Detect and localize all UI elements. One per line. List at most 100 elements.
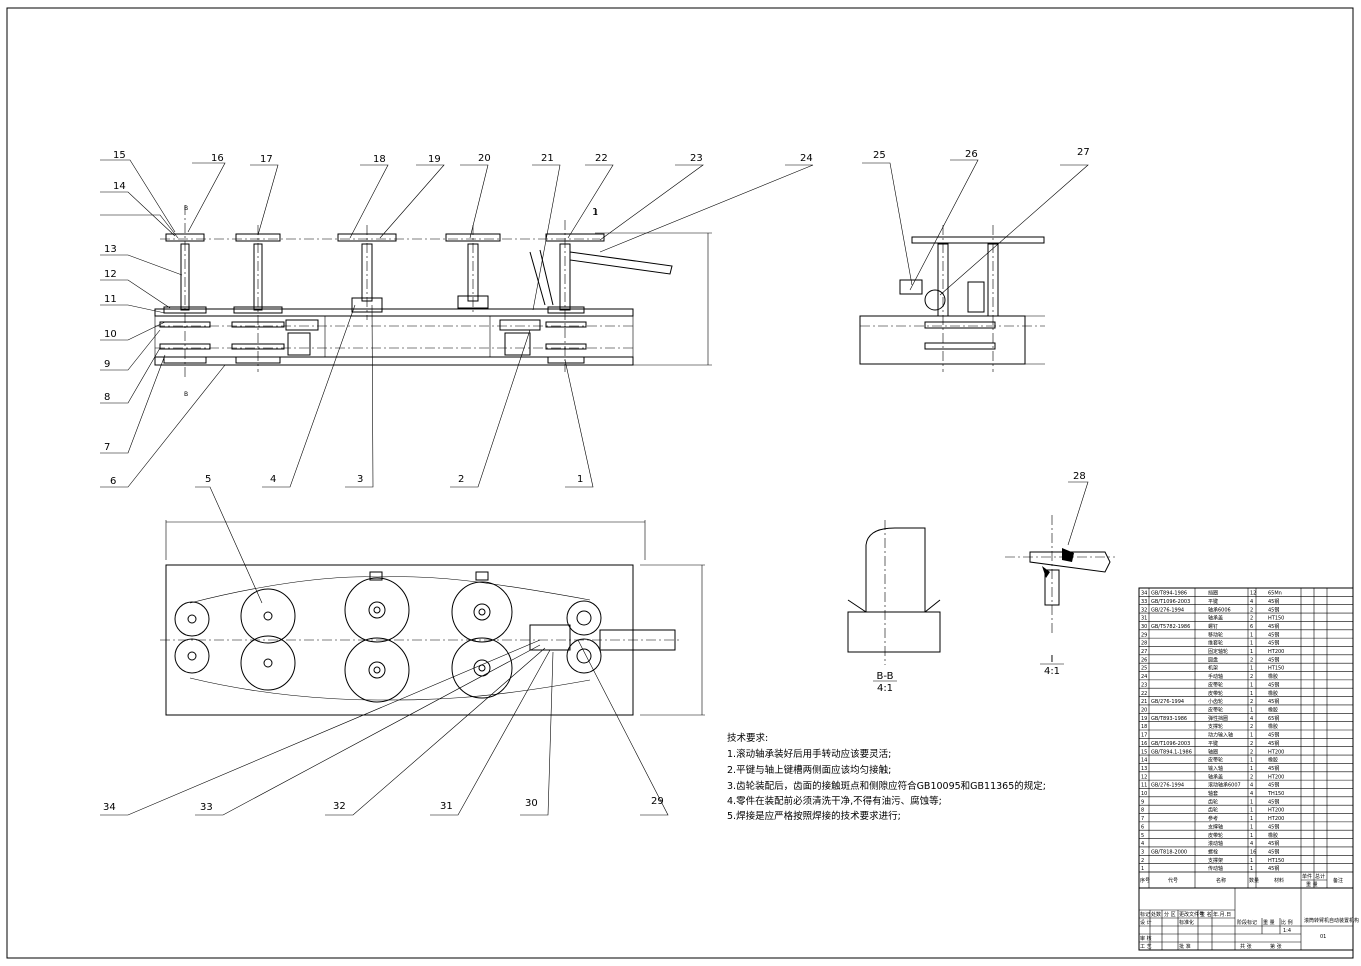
bom-cell-material: 45钢 — [1268, 798, 1279, 805]
bom-cell-code: GB/T818-2000 — [1151, 849, 1187, 855]
bom-cell-qty: 1 — [1250, 758, 1253, 764]
bom-cell-no: 27 — [1141, 649, 1147, 655]
callout-1-upper: 1 — [592, 207, 598, 218]
bom-cell-material: HT200 — [1268, 649, 1284, 655]
bom-cell-no: 9 — [1141, 799, 1144, 805]
bom-cell-code: GB/276-1994 — [1151, 607, 1184, 613]
technical-requirements: 技术要求: 1.滚动轴承装好后用手转动应该要灵活; 2.平键与轴上键槽两侧面应该… — [727, 732, 1046, 822]
bom-cell-no: 17 — [1141, 733, 1147, 739]
bom-cell-qty: 1 — [1250, 799, 1253, 805]
bom-cell-qty: 1 — [1250, 649, 1253, 655]
bom-cell-no: 23 — [1141, 682, 1147, 688]
bom-cell-name: 轴套 — [1208, 790, 1218, 797]
section-marker-top: B — [184, 205, 188, 212]
bom-cell-material: HT150 — [1268, 666, 1284, 672]
callout-22: 22 — [595, 153, 608, 164]
tb-scale-label: 比 例 — [1281, 919, 1293, 926]
bom-cell-name: 皮带轮 — [1208, 757, 1223, 764]
bom-cell-qty: 6 — [1250, 624, 1253, 630]
callout-14: 14 — [113, 181, 126, 192]
bom-cell-name: 移动轮 — [1208, 631, 1223, 638]
bom-cell-qty: 1 — [1250, 866, 1253, 872]
bom-cell-material: 橡胶 — [1268, 832, 1278, 839]
callout-33: 33 — [200, 802, 213, 813]
bom-cell-material: 橡胶 — [1268, 757, 1278, 764]
tech-req-item: 2.平键与轴上键槽两侧面应该均匀接触; — [727, 764, 891, 776]
bom-cell-qty: 2 — [1250, 774, 1253, 780]
bom-cell-qty: 12 — [1250, 591, 1256, 597]
bom-cell-qty: 2 — [1250, 607, 1253, 613]
bom-cell-code: GB/T1096-2003 — [1151, 599, 1190, 605]
bom-cell-material: HT200 — [1268, 749, 1284, 755]
callout-20: 20 — [478, 153, 491, 164]
bom-cell-qty: 2 — [1250, 749, 1253, 755]
bom-cell-qty: 1 — [1250, 816, 1253, 822]
bom-cell-name: 小齿轮 — [1208, 698, 1223, 705]
callout-31: 31 — [440, 801, 453, 812]
bom-cell-name: 固定轴轮 — [1208, 648, 1228, 655]
bom-cell-no: 12 — [1141, 774, 1147, 780]
callout-34: 34 — [103, 802, 116, 813]
bom-cell-material: 65钢 — [1268, 715, 1279, 722]
tb-standardize: 标准化 — [1179, 919, 1194, 926]
bom-cell-name: 皮带轮 — [1208, 832, 1223, 839]
tb-design: 设 计 — [1140, 919, 1152, 926]
callout-17: 17 — [260, 154, 273, 165]
tb-mark: 标记 — [1140, 911, 1150, 918]
bom-cell-name: 支撑轴 — [1208, 823, 1223, 830]
bom-header-no: 序号 — [1140, 877, 1150, 884]
bom-cell-material: 45钢 — [1268, 656, 1279, 663]
bom-cell-name: 螺栓 — [1208, 848, 1218, 855]
callout-27: 27 — [1077, 147, 1090, 158]
bom-cell-material: HT150 — [1268, 616, 1284, 622]
bom-cell-no: 28 — [1141, 641, 1147, 647]
bom-header-weight2: 总计 — [1315, 873, 1325, 880]
tb-date: 年.月.日 — [1213, 911, 1231, 918]
shaft-assembly-2 — [231, 225, 319, 372]
bom-cell-name: 轴承6006 — [1208, 606, 1231, 613]
bom-cell-no: 31 — [1141, 616, 1147, 622]
bom-cell-material: 65Mn — [1268, 591, 1282, 597]
bom-cell-no: 16 — [1141, 741, 1147, 747]
bom-cell-name: 轴承盖 — [1208, 773, 1223, 780]
section-bb-label: B-B — [877, 671, 894, 682]
tb-approve: 批 准 — [1179, 943, 1191, 950]
side-view — [859, 225, 1045, 372]
bom-header-qty: 数量 — [1249, 877, 1259, 884]
bom-cell-name: 皮带轮 — [1208, 690, 1223, 697]
bom-cell-material: 45钢 — [1268, 640, 1279, 647]
tb-review: 审 核 — [1140, 935, 1152, 942]
callout-18: 18 — [373, 154, 386, 165]
bom-cell-name: 输入轴 — [1208, 765, 1223, 772]
detail-i: I 4:1 — [1005, 515, 1115, 677]
bom-cell-name: 轴承盖 — [1208, 615, 1223, 622]
callout-5: 5 — [205, 474, 211, 485]
callout-3: 3 — [357, 474, 363, 485]
bom-cell-name: 皮带轮 — [1208, 706, 1223, 713]
callout-29: 29 — [651, 796, 664, 807]
bom-cell-code: GB/276-1994 — [1151, 783, 1184, 789]
bom-cell-no: 30 — [1141, 624, 1147, 630]
bom-cell-no: 14 — [1141, 758, 1147, 764]
frame-lower-plate — [154, 356, 634, 366]
bom-cell-qty: 1 — [1250, 641, 1253, 647]
bom-cell-qty: 1 — [1250, 632, 1253, 638]
bom-cell-no: 10 — [1141, 791, 1147, 797]
bom-cell-no: 8 — [1141, 808, 1144, 814]
callout-2: 2 — [458, 474, 464, 485]
bom-cell-qty: 1 — [1250, 707, 1253, 713]
bom-cell-name: 挡圈 — [1208, 590, 1218, 597]
callout-28: 28 — [1073, 471, 1086, 482]
shaft-assembly-5 — [529, 220, 673, 372]
callout-6: 6 — [110, 476, 116, 487]
bom-cell-name: 机架 — [1208, 665, 1218, 672]
bom-cell-qty: 4 — [1250, 783, 1253, 789]
bom-cell-no: 13 — [1141, 766, 1147, 772]
bom-cell-name: 滚动轴 — [1208, 840, 1223, 847]
bom-cell-qty: 1 — [1250, 666, 1253, 672]
bom-cell-qty: 2 — [1250, 699, 1253, 705]
bom-cell-code: GB/T1096-2003 — [1151, 741, 1190, 747]
callout-16: 16 — [211, 153, 224, 164]
tb-drawing-no: 01 — [1320, 934, 1326, 940]
